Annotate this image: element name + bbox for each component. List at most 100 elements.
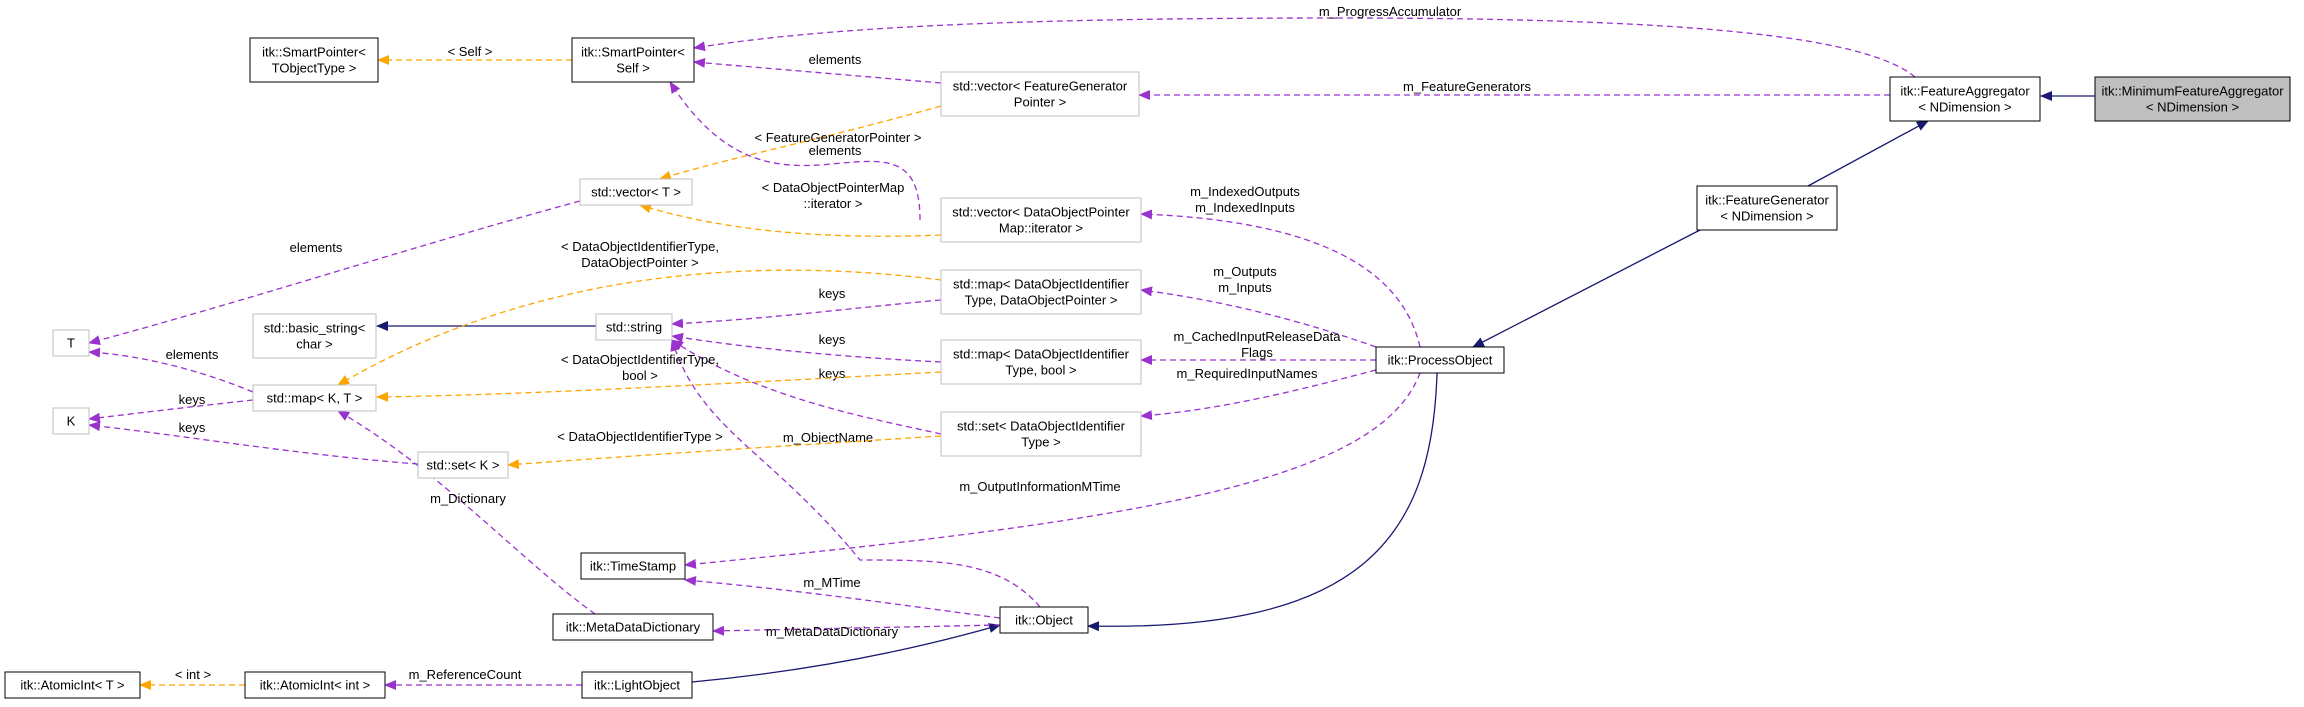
class-name-line: Type, DataObjectPointer >	[965, 293, 1118, 308]
class-node-lightobj[interactable]: itk::LightObject	[581, 671, 693, 699]
edge-mapkt-to-mapbool: < DataObjectIdentifierType,bool >	[376, 352, 942, 402]
edge-vect-to-vecfeatgen: < FeatureGeneratorPointer >	[659, 105, 942, 181]
class-box	[940, 197, 1142, 243]
class-box	[552, 613, 714, 641]
edge-smartptr-to-vecdopm: elements	[669, 81, 921, 221]
class-node-smartptr_tobj[interactable]: itk::SmartPointer<TObjectType >	[249, 37, 379, 83]
class-name-line: std::set< K >	[427, 458, 500, 473]
edge-lightobj-to-object	[691, 623, 1001, 683]
edge-line	[1140, 209, 1421, 348]
class-node-featagg[interactable]: itk::FeatureAggregator< NDimension >	[1889, 76, 2041, 122]
class-node-t_node[interactable]: T	[52, 329, 90, 357]
class-node-basic_string[interactable]: std::basic_string<char >	[252, 313, 377, 359]
edge-label: bool >	[622, 368, 658, 383]
edge-label: m_MTime	[803, 575, 860, 590]
edge-stdstring-to-mapdop: keys	[671, 286, 942, 329]
edge-line	[693, 17, 1916, 78]
edge-k-to-setk: keys	[88, 420, 419, 465]
class-name-line: Type >	[1021, 435, 1060, 450]
edge-k-to-mapkt: keys	[88, 392, 254, 423]
class-box	[252, 313, 377, 359]
edge-stdstring-to-mapbool: keys	[671, 332, 942, 363]
edge-label: m_IndexedInputs	[1195, 200, 1295, 215]
nodes-layer: itk::MinimumFeatureAggregator< NDimensio…	[4, 37, 2291, 699]
class-node-timestamp[interactable]: itk::TimeStamp	[580, 552, 686, 580]
edge-smartptr-to-vecfeatgen: elements	[693, 52, 942, 84]
edge-procobj-to-featgen	[1472, 229, 1701, 348]
class-name-line: itk::MetaDataDictionary	[566, 620, 701, 635]
edge-label: elements	[290, 240, 343, 255]
edge-vect-to-vecdopm: < DataObjectPointerMap::iterator >	[639, 180, 942, 237]
class-box	[1889, 76, 2041, 122]
class-box	[4, 671, 141, 699]
class-node-map_doid_bool[interactable]: std::map< DataObjectIdentifierType, bool…	[940, 339, 1142, 385]
edge-line	[693, 57, 942, 84]
class-node-atomicint_int[interactable]: itk::AtomicInt< int >	[244, 671, 386, 699]
class-node-featgen[interactable]: itk::FeatureGenerator< NDimension >	[1696, 185, 1838, 231]
edge-label: m_RequiredInputNames	[1177, 366, 1318, 381]
edge-vecfeatgen-to-featagg: m_FeatureGenerators	[1138, 79, 1890, 100]
edge-label: elements	[809, 52, 862, 67]
edge-label: < Self >	[448, 44, 493, 59]
class-node-smartptr_self[interactable]: itk::SmartPointer<Self >	[571, 37, 695, 83]
edge-line	[88, 421, 419, 465]
edge-label: ::iterator >	[804, 196, 863, 211]
edge-line	[712, 624, 1001, 636]
class-node-set_k[interactable]: std::set< K >	[417, 451, 509, 479]
class-node-minfeatagg[interactable]: itk::MinimumFeatureAggregator< NDimensio…	[2094, 76, 2291, 122]
class-name-line: TObjectType >	[272, 61, 357, 76]
edge-label: elements	[809, 143, 862, 158]
class-name-line: Pointer >	[1014, 95, 1066, 110]
class-box	[581, 671, 693, 699]
class-node-set_doid[interactable]: std::set< DataObjectIdentifierType >	[940, 411, 1142, 457]
class-node-vec_dopm_iter[interactable]: std::vector< DataObjectPointerMap::itera…	[940, 197, 1142, 243]
edge-label: < DataObjectPointerMap	[762, 180, 905, 195]
edge-label: elements	[166, 347, 219, 362]
class-box	[940, 411, 1142, 457]
class-node-object[interactable]: itk::Object	[999, 606, 1089, 634]
class-name-line: itk::SmartPointer<	[581, 45, 685, 60]
edge-line	[671, 339, 942, 435]
class-name-line: < NDimension >	[2146, 100, 2239, 115]
class-node-metadict[interactable]: itk::MetaDataDictionary	[552, 613, 714, 641]
class-name-line: std::map< DataObjectIdentifier	[953, 277, 1130, 292]
class-node-vec_featgen[interactable]: std::vector< FeatureGeneratorPointer >	[940, 71, 1140, 117]
class-name-line: itk::MinimumFeatureAggregator	[2101, 84, 2284, 99]
edge-line	[88, 347, 254, 393]
edge-label: m_IndexedOutputs	[1190, 184, 1300, 199]
class-node-vec_t[interactable]: std::vector< T >	[579, 178, 693, 206]
edge-metadict-to-object: m_MetaDataDictionary	[712, 624, 1001, 639]
class-node-atomicint_t[interactable]: itk::AtomicInt< T >	[4, 671, 141, 699]
class-node-stdstring[interactable]: std::string	[595, 313, 673, 341]
class-box	[580, 552, 686, 580]
edges-layer: m_ProgressAccumulatorm_FeatureGenerators…	[88, 4, 2095, 690]
edge-setk-to-setdoid: < DataObjectIdentifierType >	[507, 429, 942, 470]
class-name-line: itk::FeatureGenerator	[1705, 193, 1829, 208]
class-name-line: Map::iterator >	[999, 221, 1083, 236]
class-box	[940, 269, 1142, 315]
class-node-k_node[interactable]: K	[52, 407, 90, 435]
edge-mapkt-to-mapdop: < DataObjectIdentifierType,DataObjectPoi…	[337, 239, 942, 386]
class-name-line: Self >	[616, 61, 650, 76]
edge-label: Flags	[1241, 345, 1273, 360]
edge-line	[1472, 229, 1701, 348]
class-node-map_kt[interactable]: std::map< K, T >	[252, 384, 377, 412]
edge-label: m_OutputInformationMTime	[959, 479, 1120, 494]
edge-label: keys	[819, 332, 846, 347]
class-box	[1696, 185, 1838, 231]
class-box	[417, 451, 509, 479]
class-name-line: std::map< K, T >	[267, 391, 363, 406]
class-name-line: itk::TimeStamp	[590, 559, 676, 574]
class-node-map_doid_dop[interactable]: std::map< DataObjectIdentifierType, Data…	[940, 269, 1142, 315]
class-name-line: < NDimension >	[1918, 100, 2011, 115]
edge-atomicintt-to-atomicintint: < int >	[139, 667, 245, 690]
class-name-line: K	[67, 414, 76, 429]
class-node-procobj[interactable]: itk::ProcessObject	[1375, 346, 1505, 374]
edge-t-to-vect: elements	[88, 200, 581, 345]
edge-label: < DataObjectIdentifierType,	[561, 239, 719, 254]
class-name-line: std::vector< DataObjectPointer	[952, 205, 1130, 220]
class-name-line: T	[67, 336, 75, 351]
class-name-line: itk::LightObject	[594, 678, 680, 693]
edge-line	[1807, 120, 1929, 187]
